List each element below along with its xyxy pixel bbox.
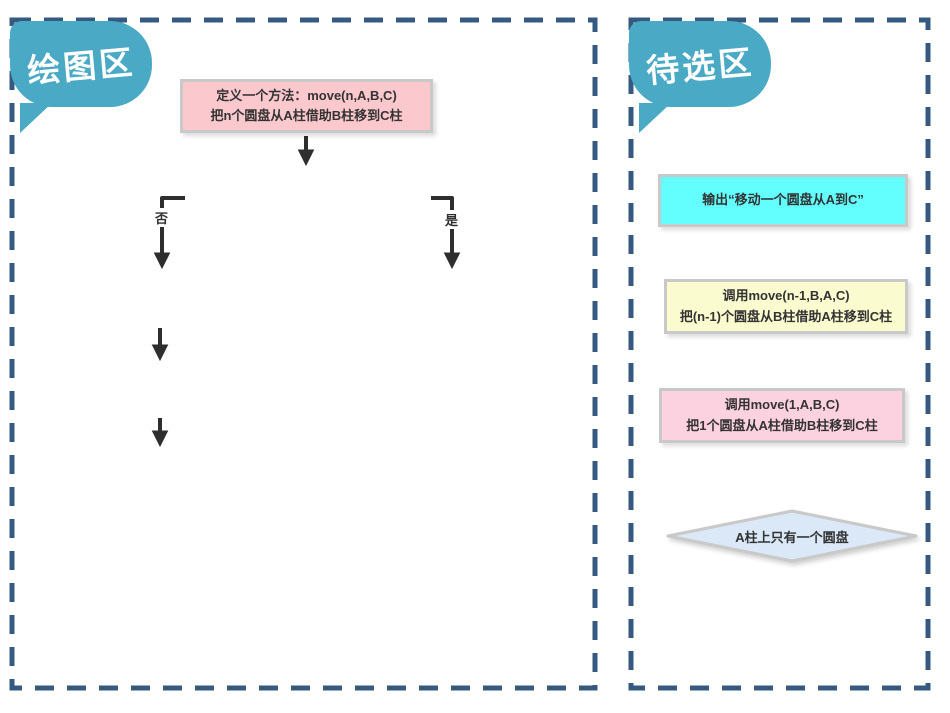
candidate-area-panel <box>628 17 931 691</box>
define-method-line1: 定义一个方法：move(n,A,B,C) <box>216 87 397 103</box>
define-method-node[interactable]: 定义一个方法：move(n,A,B,C) 把n个圆盘从A柱借助B柱移到C柱 <box>180 79 433 133</box>
candidate-call-move-n-1-line1: 调用move(n-1,B,A,C) <box>722 288 850 304</box>
candidate-call-move-n-1-node[interactable]: 调用move(n-1,B,A,C) 把(n-1)个圆盘从B柱借助A柱移到C柱 <box>664 279 908 334</box>
drawing-area-title: 绘图区 <box>25 43 137 90</box>
drawing-area-dashed-border <box>9 17 598 691</box>
candidate-call-move-1-line2: 把1个圆盘从A柱借助B柱移到C柱 <box>686 417 878 433</box>
diamond-shape-icon <box>666 509 918 563</box>
candidate-output-node[interactable]: 输出“移动一个圆盘从A到C” <box>658 174 908 227</box>
candidate-condition-diamond-node[interactable]: A柱上只有一个圆盘 <box>664 508 920 564</box>
drawing-area-title-bubble: 绘图区 <box>10 21 152 133</box>
candidate-area-title: 待选区 <box>644 43 756 90</box>
drawing-area-panel[interactable] <box>9 17 598 691</box>
candidate-area-title-bubble: 待选区 <box>629 21 771 133</box>
bubble-tail <box>639 103 671 133</box>
branch-yes-label: 是 <box>444 210 460 229</box>
candidate-condition-text: A柱上只有一个圆盘 <box>735 529 849 545</box>
candidate-call-move-1-node[interactable]: 调用move(1,A,B,C) 把1个圆盘从A柱借助B柱移到C柱 <box>659 388 905 443</box>
candidate-output-text: 输出“移动一个圆盘从A到C” <box>702 192 864 208</box>
branch-no-label: 否 <box>154 208 170 227</box>
candidate-area-dashed-border <box>628 17 931 691</box>
candidate-call-move-1-line1: 调用move(1,A,B,C) <box>724 397 840 413</box>
bubble-tail <box>20 103 52 133</box>
candidate-call-move-n-1-line2: 把(n-1)个圆盘从B柱借助A柱移到C柱 <box>679 308 893 324</box>
define-method-line2: 把n个圆盘从A柱借助B柱移到C柱 <box>210 108 403 123</box>
